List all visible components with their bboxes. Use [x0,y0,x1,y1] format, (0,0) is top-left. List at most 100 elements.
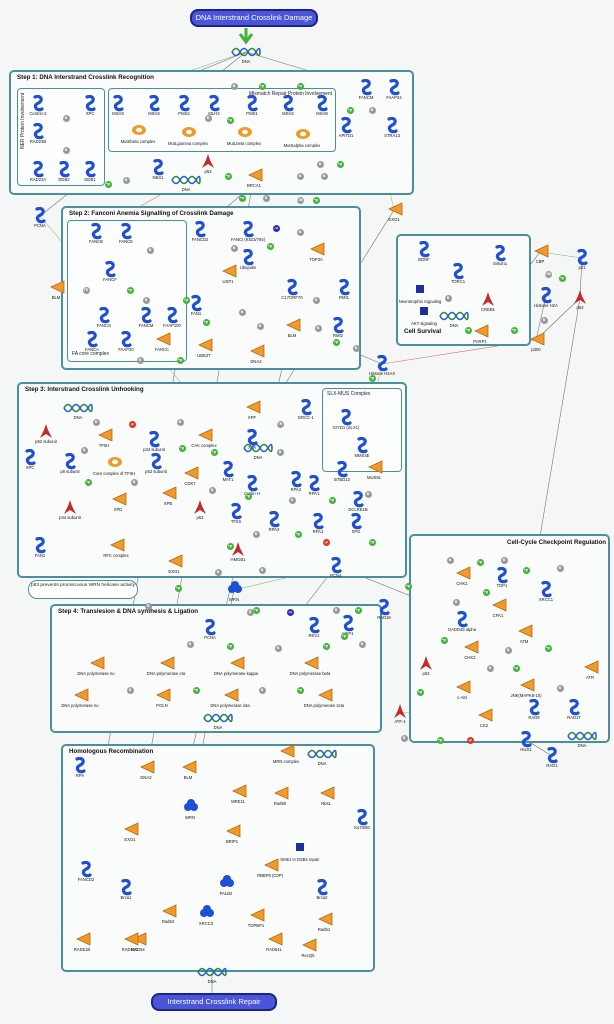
node-faap20[interactable]: FAAP20 [118,330,134,352]
node-p62[interactable]: p62 subunit [35,424,57,444]
node-fan1[interactable]: FAN1 [35,536,46,558]
node-creb1[interactable]: CREB1 [481,292,495,312]
node-fancm2[interactable]: FANCM [139,306,153,328]
node-dna_s4[interactable]: DNA [203,713,233,730]
node-nbs1_hr[interactable]: Nbs1 [320,786,335,806]
node-c_abl[interactable]: c-Abl [456,680,471,700]
node-fanca[interactable]: FANCA [85,330,99,352]
node-dclre1b[interactable]: DCLRE1B [348,490,368,512]
node-mat1[interactable]: MAT1 [223,460,234,482]
node-brca2[interactable]: Brca2 [317,878,328,900]
node-rfc[interactable]: RFC complex [103,538,129,558]
node-topo3a[interactable]: TOP3A [309,242,325,262]
node-gadd45[interactable]: GADD45 alpha [448,610,476,632]
node-topbp1[interactable]: TOPBP1 [248,908,265,928]
node-poln[interactable]: POLN [156,688,171,708]
node-xrcc3[interactable]: XRCC3 [199,905,214,926]
node-mre11[interactable]: MRE11 [231,784,247,804]
node-mutsbeta[interactable]: MutSbeta complex [121,125,155,144]
node-rev1[interactable]: REV1 [309,616,320,638]
node-recq5[interactable]: RecQ5 [301,938,317,958]
node-fanci[interactable]: FANCI (K523/794) [231,220,265,242]
node-cdk7[interactable]: CDK7 [184,466,199,486]
node-dna_s1[interactable]: DNA [171,175,201,192]
node-xpg[interactable]: XPG [351,512,362,534]
node-centrin2[interactable]: Centrin-2 [29,94,47,116]
node-dna_surv[interactable]: DNA [439,311,469,328]
node-usp1b[interactable]: USP1 [343,614,354,636]
node-stra13[interactable]: STRA13 [384,116,400,138]
node-brip1[interactable]: BRIP1 [226,824,241,844]
node-cbp[interactable]: CBP [534,244,549,264]
node-exo1_1[interactable]: EXO1 [388,202,403,222]
node-btbd12[interactable]: BTBD12 [334,460,350,482]
node-ubiquitin[interactable]: Ubiquitin [240,248,256,270]
node-fancm[interactable]: FANCM [359,78,373,100]
node-pol_eta[interactable]: DNA polymerase eta [147,656,185,676]
node-pcna4[interactable]: PCNA [204,618,216,640]
node-wrn_hr[interactable]: WRN [184,799,198,820]
node-ube2t[interactable]: UBE2T [197,338,213,358]
node-p53_3[interactable]: p53 [194,500,206,520]
node-atr[interactable]: ATR [584,660,599,680]
node-rad52[interactable]: Rad52 [162,904,177,924]
node-blm_hr[interactable]: BLM [182,760,197,780]
node-torc1[interactable]: TORC1 [451,262,465,284]
node-atm[interactable]: ATM [518,624,533,644]
node-xpb[interactable]: XPB [162,486,177,506]
node-tfiih[interactable]: TFIIH [98,428,113,448]
node-xpc1[interactable]: XPC [85,94,96,116]
node-hmgb1[interactable]: HMGB1 [231,542,245,562]
node-p300[interactable]: p300 [530,332,545,352]
node-tfiis[interactable]: TFIIS [231,502,242,524]
node-rad54[interactable]: RAD54 [131,932,147,952]
node-rpa_hr[interactable]: RPA [75,756,86,778]
node-tdp1[interactable]: TDP1 [497,566,508,588]
node-rmi1[interactable]: RMI1 [339,278,350,300]
node-dna_cc[interactable]: DNA [567,731,597,748]
node-usp1[interactable]: USP1 [222,264,237,284]
node-xpf[interactable]: XPF [246,400,261,420]
node-rad9[interactable]: RAD9 [528,698,540,720]
node-msh6[interactable]: MSH6 [316,94,328,116]
node-rad23a[interactable]: RAD23A [30,160,46,182]
node-p44[interactable]: p44 subunit [59,500,81,520]
node-dna_hr[interactable]: DNA [307,749,337,766]
node-core_tfiih[interactable]: Core complex of TFIIH [93,457,135,476]
node-p8[interactable]: p8 subunit [60,452,80,474]
node-ku7080[interactable]: Ku70/80 [354,808,370,830]
node-mrn[interactable]: MRN complex [273,744,299,764]
node-msh2b[interactable]: MSH2 [282,94,294,116]
node-jnk[interactable]: JNK(MAPK8-10) [511,678,541,698]
node-rpa1b[interactable]: RPA1 [313,512,324,534]
node-msh2[interactable]: MSH2 [148,94,160,116]
node-rpa1[interactable]: RPA1 [309,474,320,496]
node-nhej[interactable]: NHEJ in DSBs repair [280,843,320,862]
node-pol_zeta[interactable]: DNA polymerase zeta [304,688,344,708]
node-pms2[interactable]: PMS2 [178,94,190,116]
node-fancd2_hr[interactable]: FANCD2 [78,860,94,882]
node-brca1_hr[interactable]: Brca1 [121,878,132,900]
node-fance[interactable]: FANCE [119,222,133,244]
node-neuro_sig[interactable]: Neurotrophin Signaling [399,285,441,304]
node-h2ax[interactable]: Histone H2AX [369,354,395,376]
node-rad54l[interactable]: RAD54L [266,932,283,952]
node-c17orf70[interactable]: C17ORF70 [281,278,303,300]
node-cyclinh[interactable]: Cyclin H [244,474,260,496]
node-rad17[interactable]: RAD17 [567,698,581,720]
node-histone_h2a[interactable]: Histone H2A [534,286,558,308]
node-fancg[interactable]: FANCG [97,306,111,328]
node-apitd1[interactable]: APITD1 [339,116,353,138]
title-node[interactable]: DNA Interstrand Crosslink Damage [190,9,318,27]
node-rad1[interactable]: RAD1 [546,746,558,768]
node-chk1[interactable]: CHK1 [456,566,471,586]
node-pol_beta[interactable]: DNA polymerase beta [290,656,330,676]
node-akt_sig[interactable]: AKT signaling [411,307,437,326]
node-pms1[interactable]: PMS1 [246,94,258,116]
node-pcna3[interactable]: PCNA [330,556,342,578]
node-fancb[interactable]: FANCB [89,222,103,244]
node-p53_cc[interactable]: p53 [420,656,432,676]
node-fancf[interactable]: FANCF [103,260,117,282]
node-faap100[interactable]: FAAP100 [163,306,181,328]
node-rad23b[interactable]: RAD23B [30,122,46,144]
